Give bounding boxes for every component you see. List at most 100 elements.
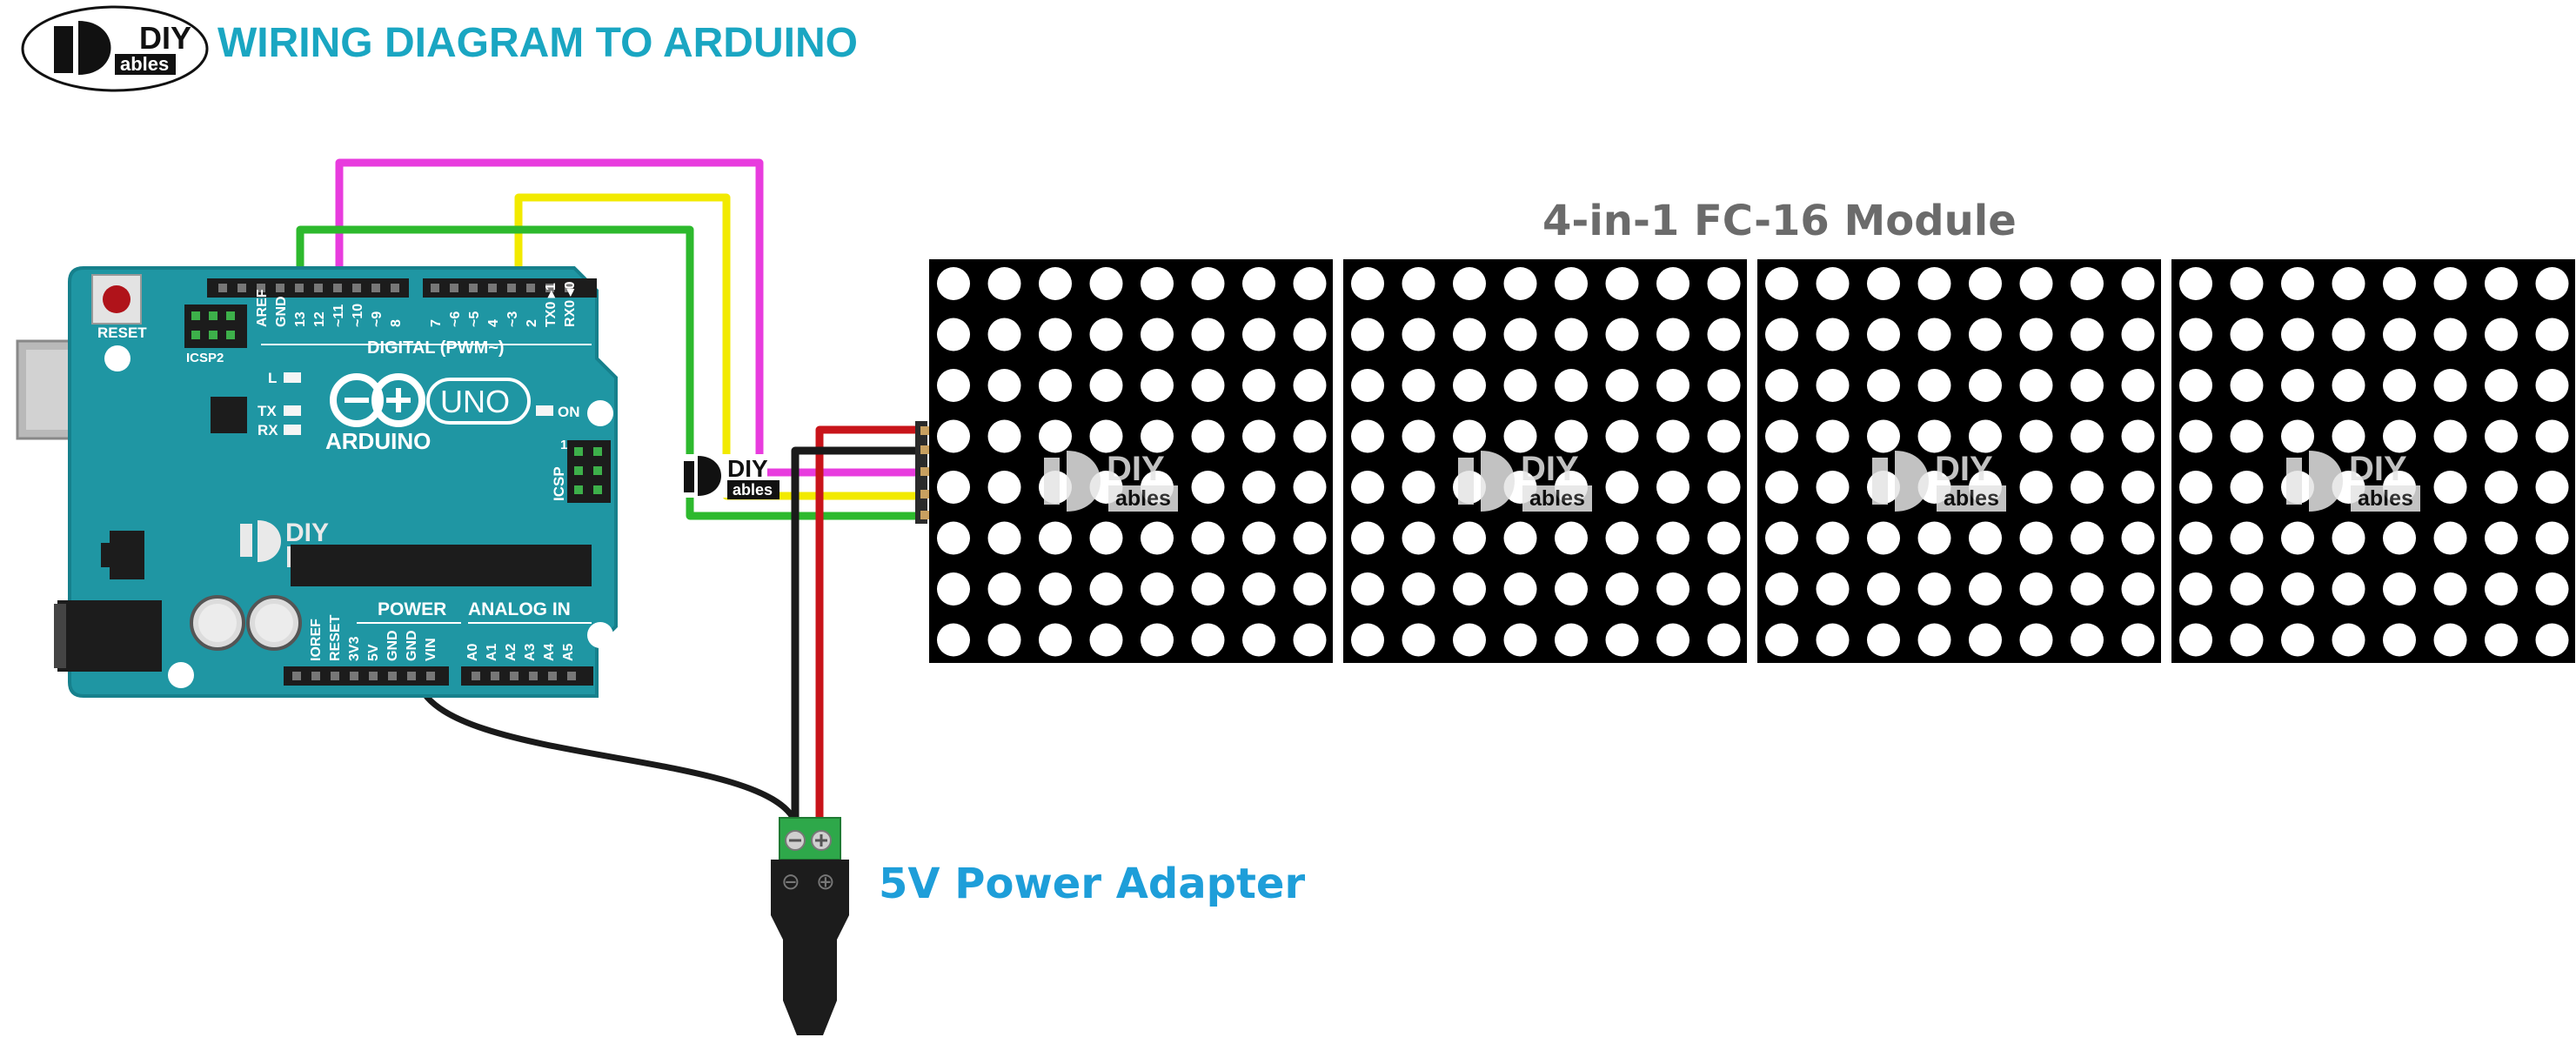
led-dot [2281, 521, 2314, 555]
analog-pin [567, 672, 576, 680]
capacitors [190, 595, 302, 651]
led-dot [2121, 369, 2155, 402]
digital-pin-label: ~6 [448, 311, 463, 327]
led-dot [1917, 369, 1951, 402]
led-dot [937, 369, 970, 402]
led-dot [2230, 318, 2264, 351]
analog-in-label: ANALOG IN [468, 599, 571, 619]
led-dot [2433, 623, 2467, 657]
led-dot [1555, 419, 1588, 453]
led-dot [2281, 267, 2314, 300]
led-dot [1242, 419, 1275, 453]
led-dot [1191, 419, 1225, 453]
led-dot [2019, 623, 2053, 657]
led-dot [1191, 318, 1225, 351]
led-dot [1707, 623, 1741, 657]
led-dot [1141, 318, 1174, 351]
led-dot [987, 521, 1021, 555]
on-label: ON [558, 404, 580, 420]
digital-pin [526, 284, 535, 292]
power-label: POWER [378, 599, 446, 619]
led-dot [1191, 521, 1225, 555]
led-dot [1293, 419, 1327, 453]
led-dot [1402, 521, 1435, 555]
led-dot [1191, 572, 1225, 606]
led-dot [1351, 521, 1384, 555]
led-dot [987, 267, 1021, 300]
digital-pin [507, 284, 516, 292]
led-dot [1656, 471, 1689, 504]
power-pin [292, 672, 301, 680]
led-dot [1039, 369, 1072, 402]
digital-pin [488, 284, 497, 292]
led-dot [2179, 267, 2212, 300]
led-dot [1656, 572, 1689, 606]
led-dot [2383, 318, 2416, 351]
led-dot [1656, 369, 1689, 402]
led-dot [1555, 267, 1588, 300]
led-dot [1293, 318, 1327, 351]
led-dot [1555, 623, 1588, 657]
led-dot [2485, 471, 2518, 504]
digital-pin [352, 284, 361, 292]
digital-pin-label: 12 [312, 311, 327, 327]
led-dot [1089, 369, 1123, 402]
led-dot [2019, 267, 2053, 300]
led-dot [1656, 318, 1689, 351]
digital-pin-label: AREF [255, 289, 270, 327]
uno-badge [426, 378, 531, 425]
led-dot [1039, 267, 1072, 300]
watermark-sub-text: ables [1115, 486, 1171, 511]
led-dot [2019, 521, 2053, 555]
led-dot [2121, 521, 2155, 555]
led-dot [2383, 623, 2416, 657]
power-adapter: ⊖ ⊕ [771, 817, 849, 1035]
led-dot [1917, 267, 1951, 300]
led-dot [2535, 369, 2569, 402]
led-dot [1605, 623, 1639, 657]
led-dot [1656, 521, 1689, 555]
led-dot [1605, 419, 1639, 453]
watermark-sub-text: ables [1529, 486, 1585, 511]
dc-jack [57, 600, 162, 672]
power-pin [311, 672, 320, 680]
led-dot [1089, 419, 1123, 453]
led-dot [1656, 419, 1689, 453]
led-dot [2332, 572, 2365, 606]
led-dot [1816, 521, 1850, 555]
analog-pin-label: A1 [485, 643, 499, 661]
led-dot [1039, 419, 1072, 453]
led-dot [1351, 471, 1384, 504]
digital-pin [431, 284, 439, 292]
digital-pin [257, 284, 265, 292]
led-dot [937, 419, 970, 453]
power-pin [407, 672, 416, 680]
connector-logo-main: DIY [727, 455, 768, 482]
led-dot [1605, 318, 1639, 351]
led-dot [1707, 521, 1741, 555]
led-dot [1867, 369, 1900, 402]
led-dot [1089, 623, 1123, 657]
led-dot [2332, 318, 2365, 351]
led-dot [1969, 623, 2002, 657]
led-dot [1453, 521, 1486, 555]
led-dot [1765, 623, 1798, 657]
led-dot [1242, 267, 1275, 300]
led-dot [2433, 419, 2467, 453]
led-dot [2485, 318, 2518, 351]
digital-pin [371, 284, 380, 292]
led-dot [1707, 369, 1741, 402]
led-dot [1867, 318, 1900, 351]
digital-pin [314, 284, 323, 292]
icsp2-header: ICSP2 [184, 304, 247, 365]
led-dot [1867, 572, 1900, 606]
icsp2-label: ICSP2 [186, 351, 224, 365]
led-dot [1293, 521, 1327, 555]
led-dot [1816, 623, 1850, 657]
led-dot [1656, 267, 1689, 300]
led-dot [937, 623, 970, 657]
